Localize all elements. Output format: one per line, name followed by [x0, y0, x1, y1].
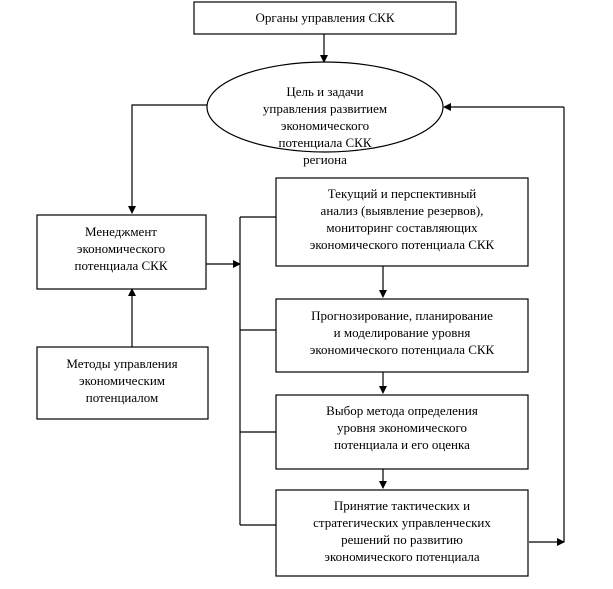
node-decisions: Принятие тактических и стратегических упр…	[275, 489, 529, 577]
node-method-choice: Выбор метода определения уровня экономиче…	[275, 394, 529, 470]
node-text-line: уровня экономического	[337, 420, 467, 435]
node-forecasting-text: Прогнозирование, планирование и моделиров…	[310, 308, 495, 357]
node-text-line: Органы управления СКК	[255, 10, 394, 25]
node-text-line: Выбор метода определения	[326, 403, 478, 418]
node-text-line: потенциала СКК	[74, 258, 167, 273]
node-text-line: стратегических управленческих	[313, 515, 491, 530]
node-text-line: и моделирование уровня	[334, 325, 471, 340]
node-text-line: анализ (выявление резервов),	[321, 203, 484, 218]
node-forecasting: Прогнозирование, планирование и моделиров…	[275, 298, 529, 373]
node-text-line: экономического потенциала	[324, 549, 479, 564]
node-text-line: потенциалом	[86, 390, 158, 405]
node-text-line: управления развитием	[263, 101, 387, 116]
node-goal-text: Цель и задачи управления развитием экономи…	[263, 84, 387, 167]
node-goal: Цель и задачи управления развитием экономи…	[206, 61, 444, 167]
node-text-line: Цель и задачи	[286, 84, 363, 99]
node-text-line: мониторинг составляющих	[326, 220, 478, 235]
node-organs: Органы управления СКК	[193, 1, 457, 35]
node-text-line: Менеджмент	[85, 224, 157, 239]
node-text-line: экономическим	[79, 373, 165, 388]
node-text-line: Прогнозирование, планирование	[311, 308, 493, 323]
node-text-line: решений по развитию	[341, 532, 463, 547]
node-method-choice-text: Выбор метода определения уровня экономиче…	[326, 403, 478, 452]
node-text-line: Принятие тактических и	[334, 498, 470, 513]
node-text-line: Методы управления	[66, 356, 177, 371]
node-organs-text: Органы управления СКК	[255, 10, 394, 25]
node-methods: Методы управления экономическим потенциало…	[36, 346, 209, 420]
node-management: Менеджмент экономического потенциала СКК	[36, 214, 207, 290]
node-management-text: Менеджмент экономического потенциала СКК	[74, 224, 167, 273]
node-text-line: экономического потенциала СКК	[310, 237, 495, 252]
node-text-line: потенциала и его оценка	[334, 437, 470, 452]
node-analysis-text: Текущий и перспективный анализ (выявление…	[310, 186, 495, 252]
arrow-goal-to-management	[128, 104, 210, 214]
node-analysis: Текущий и перспективный анализ (выявление…	[275, 177, 529, 267]
node-text-line: экономического потенциала СКК	[310, 342, 495, 357]
node-text-line: региона	[303, 152, 347, 167]
node-text-line: экономического	[77, 241, 165, 256]
node-decisions-text: Принятие тактических и стратегических упр…	[313, 498, 491, 564]
node-text-line: экономического	[281, 118, 369, 133]
node-text-line: потенциала СКК	[278, 135, 371, 150]
node-text-line: Текущий и перспективный	[328, 186, 477, 201]
node-methods-text: Методы управления экономическим потенциало…	[66, 356, 177, 405]
